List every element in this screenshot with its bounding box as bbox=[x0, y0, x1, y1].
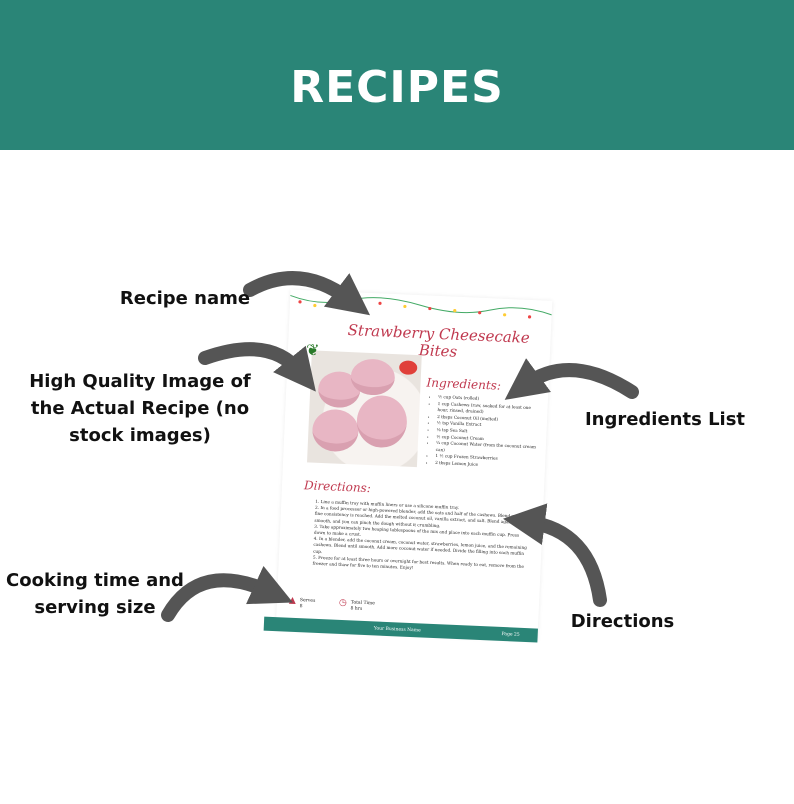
label-directions: Directions bbox=[570, 611, 675, 632]
arrow-ingredients bbox=[504, 358, 639, 400]
arrow-recipe-name bbox=[243, 271, 371, 316]
arrow-directions bbox=[503, 503, 607, 607]
arrow-cooking bbox=[161, 565, 293, 622]
label-cooking: Cooking time and serving size bbox=[6, 570, 184, 618]
label-ingredients: Ingredients List bbox=[584, 409, 746, 430]
page-title: RECIPES bbox=[290, 61, 504, 113]
header-banner: RECIPES bbox=[0, 0, 794, 150]
arrow-image bbox=[198, 342, 316, 392]
label-image: High Quality Image of the Actual Recipe … bbox=[29, 371, 251, 446]
label-recipe-name: Recipe name bbox=[119, 288, 251, 309]
